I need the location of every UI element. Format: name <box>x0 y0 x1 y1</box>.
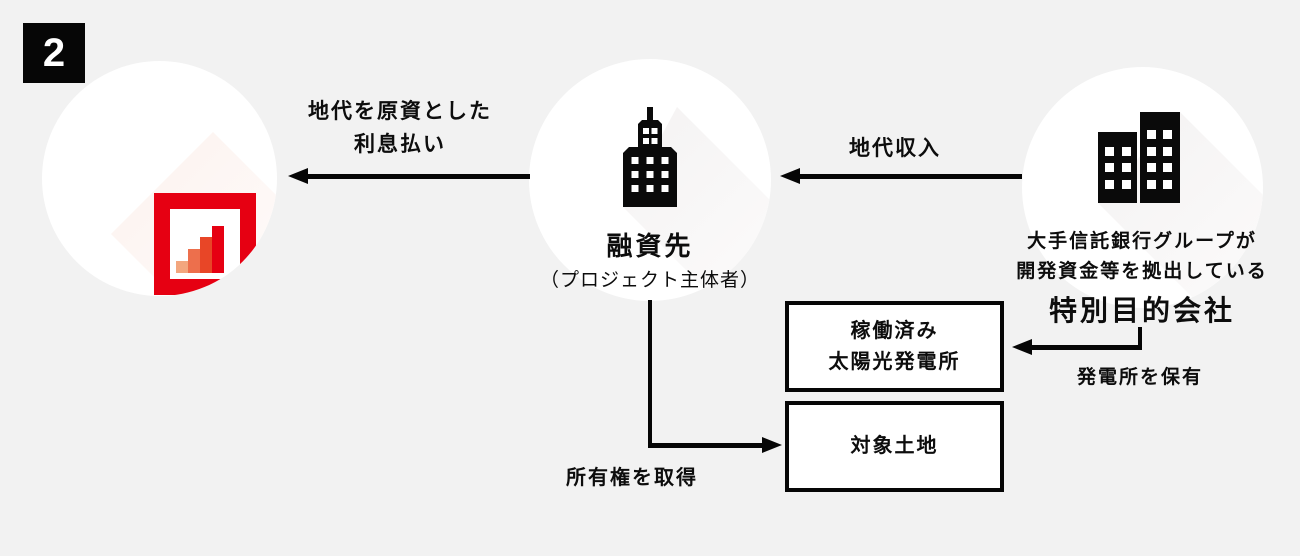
interest-arrow-label: 地代を原資とした 利息払い <box>250 95 550 161</box>
spc-title: 特別目的会社 <box>1048 295 1235 326</box>
rent-arrow-head <box>780 168 800 184</box>
spc-node <box>1022 67 1263 308</box>
rent-arrow-label: 地代収入 <box>849 137 941 160</box>
owns-plant-arrow-label: 発電所を保有 <box>1076 367 1203 388</box>
spc-description-line2: 開発資金等を拠出している <box>1016 261 1268 282</box>
rent-arrow-line <box>798 174 1022 179</box>
logo-bar <box>200 237 212 273</box>
borrower-title: 融資先 <box>606 231 694 261</box>
logo-bars <box>176 226 224 273</box>
land-box-label: 対象土地 <box>850 435 939 457</box>
spc-description-line1: 大手信託銀行グループが <box>1027 231 1257 252</box>
solar-plant-box-line1: 稼働済み <box>850 319 939 342</box>
interest-arrow-label-line2: 利息払い <box>354 133 446 156</box>
twin-buildings-icon <box>1098 112 1180 203</box>
solar-plant-box-line2: 太陽光発電所 <box>828 350 961 373</box>
lender-node <box>42 61 277 296</box>
acquire-land-arrow-head <box>762 437 782 453</box>
solar-plant-box: 稼働済み 太陽光発電所 <box>785 301 1004 392</box>
office-building-icon <box>623 107 677 207</box>
acquire-land-arrow-line <box>648 443 764 448</box>
owns-plant-arrow-vline <box>1138 327 1142 348</box>
spc-description: 大手信託銀行グループが 開発資金等を拠出している <box>992 227 1292 287</box>
bar-chart-logo-icon <box>154 193 256 295</box>
acquire-land-arrow-vline <box>648 300 652 448</box>
land-box: 対象土地 <box>785 401 1004 492</box>
logo-bar <box>188 249 200 273</box>
owns-plant-arrow-line <box>1030 345 1142 350</box>
interest-arrow-head <box>288 168 308 184</box>
interest-arrow-label-line1: 地代を原資とした <box>308 100 492 123</box>
logo-bar <box>176 261 188 273</box>
borrower-subtitle: （プロジェクト主体者） <box>539 270 760 291</box>
step-number-badge: 2 <box>23 23 85 83</box>
interest-arrow-line <box>306 174 530 179</box>
logo-bar <box>212 226 224 273</box>
owns-plant-arrow-head <box>1012 339 1032 355</box>
acquire-land-arrow-label: 所有権を取得 <box>566 467 698 489</box>
